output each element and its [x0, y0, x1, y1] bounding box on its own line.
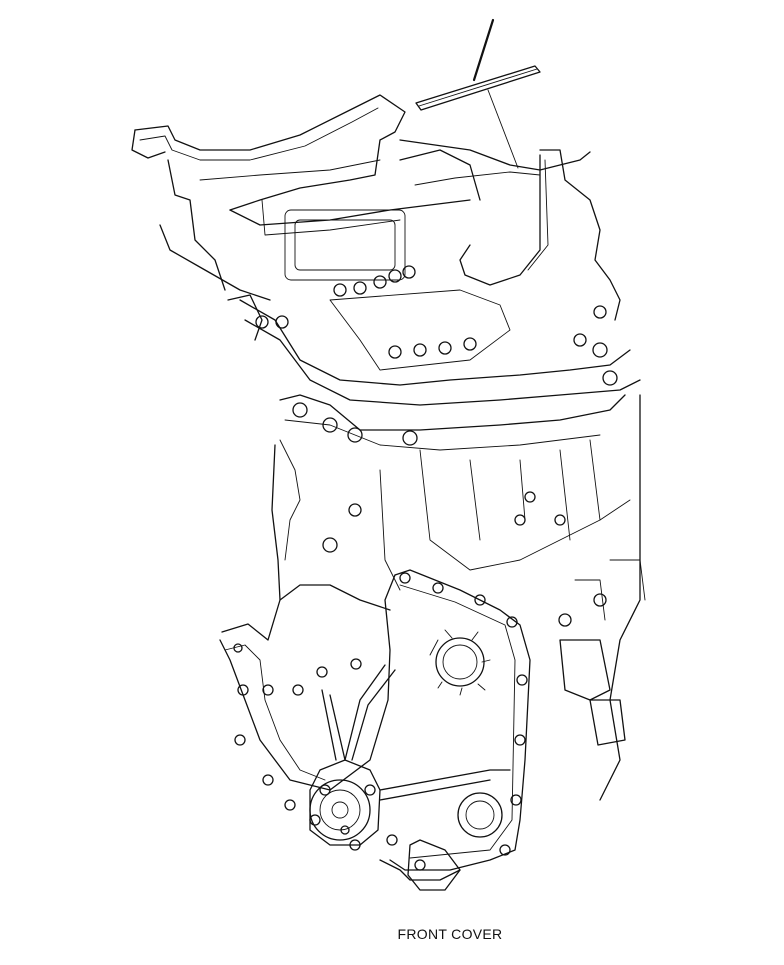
upper-housing: [131, 94, 621, 321]
side-brackets: [227, 294, 646, 621]
diagram-caption: FRONT COVER: [397, 926, 503, 942]
part-reference-line: [487, 89, 519, 169]
front-gear-cover: [219, 569, 531, 891]
exhaust-manifold: [239, 299, 641, 451]
callout-leader: [472, 18, 495, 82]
gasket-part: [415, 65, 541, 111]
valve-cover-bosses: [284, 209, 511, 371]
cylinder-block: [271, 394, 641, 801]
